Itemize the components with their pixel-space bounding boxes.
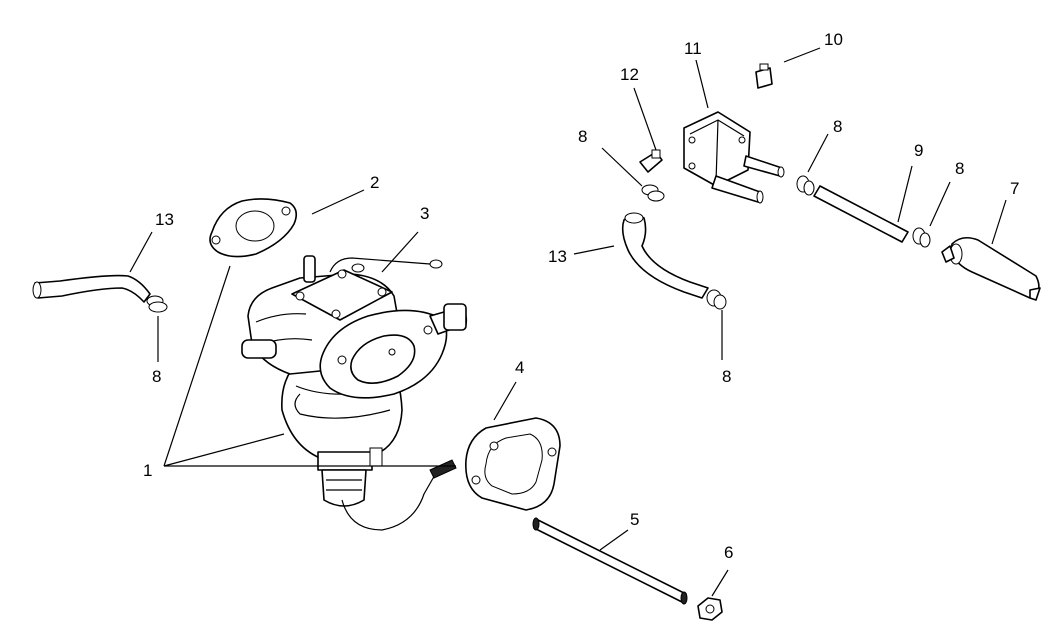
callout-11: 11 bbox=[684, 39, 702, 58]
callout-13-right: 13 bbox=[548, 247, 567, 266]
carburetor-gasket-upper bbox=[209, 198, 298, 258]
callout-4: 4 bbox=[515, 358, 524, 377]
pump-fitting bbox=[639, 149, 663, 173]
fuel-filter bbox=[941, 236, 1041, 301]
callout-8-filter: 8 bbox=[955, 159, 964, 178]
leader-lines bbox=[129, 47, 1007, 597]
hose-clamp-right bbox=[706, 289, 727, 310]
hex-nut bbox=[697, 597, 723, 621]
callout-8-left: 8 bbox=[152, 367, 161, 386]
callout-2: 2 bbox=[370, 173, 379, 192]
callout-12: 12 bbox=[620, 65, 639, 84]
callout-5: 5 bbox=[630, 510, 639, 529]
hose-clamp-filter bbox=[912, 227, 931, 248]
callout-8-pump: 8 bbox=[578, 127, 587, 146]
callout-8-pump-outlet: 8 bbox=[833, 117, 842, 136]
carburetor-gasket-plate bbox=[465, 417, 561, 511]
carburetor-assembly bbox=[241, 255, 468, 531]
callout-3: 3 bbox=[420, 204, 429, 223]
fuel-pump bbox=[683, 111, 785, 204]
callout-13-left: 13 bbox=[155, 210, 174, 229]
fuel-hose-left bbox=[32, 274, 151, 303]
fuel-hose-segment bbox=[813, 185, 909, 243]
callout-9: 9 bbox=[914, 141, 923, 160]
callout-6: 6 bbox=[724, 543, 733, 562]
callout-7: 7 bbox=[1010, 179, 1019, 198]
pump-cap bbox=[755, 63, 773, 89]
mounting-stud bbox=[532, 517, 688, 605]
hose-clamp-pump-outlet bbox=[796, 175, 815, 196]
callout-10: 10 bbox=[824, 30, 843, 49]
fuel-hose-right bbox=[621, 212, 709, 299]
hose-clamp-left bbox=[146, 295, 168, 313]
callout-8-right: 8 bbox=[722, 367, 731, 386]
callout-1: 1 bbox=[143, 461, 152, 480]
hose-clamp-pump bbox=[641, 184, 665, 202]
